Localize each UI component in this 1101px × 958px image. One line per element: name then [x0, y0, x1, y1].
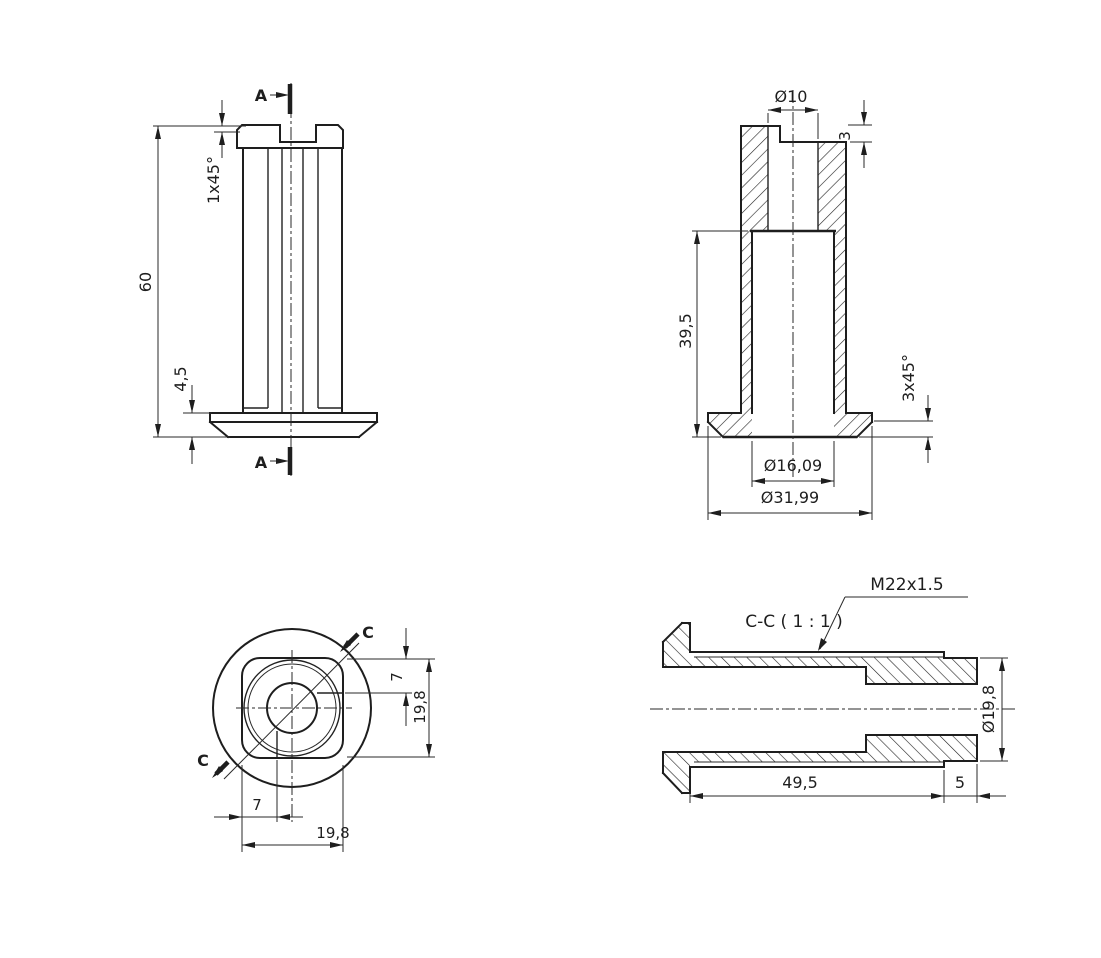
dim-top-bore: Ø10	[775, 87, 808, 106]
cc-view-geometry	[650, 621, 1015, 795]
dim-flat-offset-vertical: 7	[388, 672, 406, 682]
section-label-c-end: C	[197, 751, 209, 770]
dim-height-across: 19,8	[411, 690, 429, 723]
dim-recess-depth: 3	[836, 131, 854, 141]
dim-flange-height: 4,5	[171, 366, 190, 391]
dim-inner-bore: Ø16,09	[764, 456, 822, 475]
section-label-a-bottom: A	[255, 453, 268, 472]
bottom-view-section-line: C C	[197, 623, 374, 780]
cc-view-title: C-C ( 1 : 1 )	[745, 612, 843, 632]
dim-total-height: 60	[136, 272, 155, 292]
bottom-view-dimensions: 7 19,8 7 19,8	[214, 628, 435, 852]
front-view-dimensions: 60 4,5 1x45° A A	[136, 84, 293, 475]
dim-flat-offset-horizontal: 7	[252, 796, 262, 814]
dim-thread-length: 49,5	[782, 773, 818, 792]
section-label-c-start: C	[362, 623, 374, 642]
dim-end-diameter: Ø19,8	[979, 685, 998, 733]
bottom-view-geometry	[212, 628, 372, 822]
section-view-geometry	[706, 90, 874, 478]
front-view: 60 4,5 1x45° A A	[136, 83, 379, 476]
section-view: Ø10 3 39,5 3x45°	[676, 87, 933, 520]
front-view-geometry	[208, 83, 379, 476]
section-view-hatching	[708, 126, 872, 437]
section-view-dimensions: Ø10 3 39,5 3x45°	[676, 87, 933, 520]
dim-flange-od: Ø31,99	[761, 488, 819, 507]
dim-end-length: 5	[955, 773, 965, 792]
thread-callout: M22x1.5	[870, 575, 943, 595]
dim-width-across: 19,8	[316, 824, 349, 842]
cc-view: C-C ( 1 : 1 ) M22x1.5 49,5 5 Ø19	[650, 575, 1015, 803]
cc-view-dimensions: 49,5 5 Ø19,8	[689, 657, 1008, 803]
dim-body-length: 39,5	[676, 313, 695, 349]
dim-top-chamfer: 1x45°	[204, 156, 223, 204]
cc-view-labels: C-C ( 1 : 1 ) M22x1.5	[745, 575, 968, 651]
cc-view-hatching	[663, 623, 977, 793]
bottom-view: C C 7 19,8 7	[197, 623, 435, 852]
dim-flange-chamfer: 3x45°	[899, 354, 918, 402]
section-label-a-top: A	[255, 86, 268, 105]
